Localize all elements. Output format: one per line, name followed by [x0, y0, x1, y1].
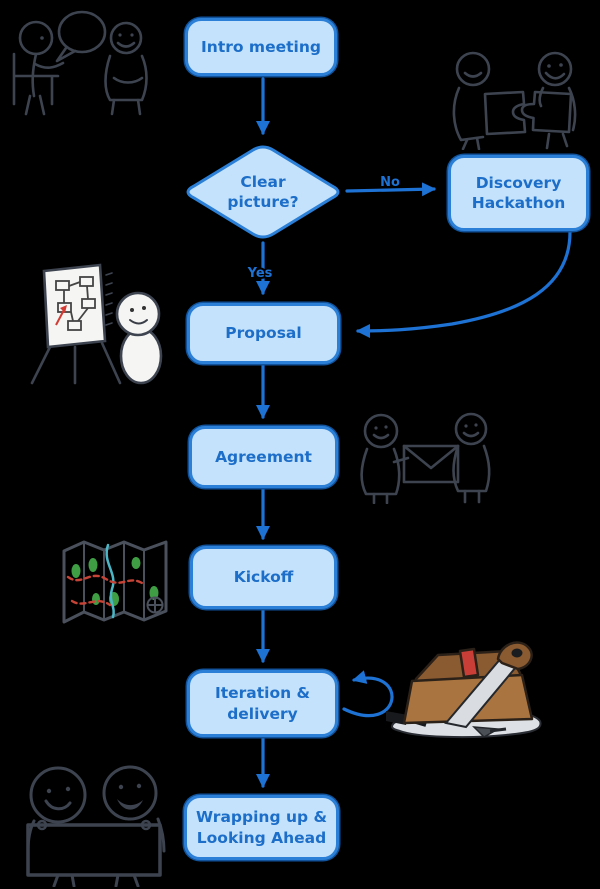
route-map-illustration: [62, 540, 168, 624]
node-iteration-delivery-label: Iteration & delivery: [214, 684, 311, 723]
river-path-icon: [105, 543, 115, 619]
node-clear-picture-label: Clear picture?: [227, 172, 299, 211]
node-discovery-hackathon-label: Discovery Hackathon: [471, 173, 566, 212]
route-path-icon: [66, 574, 144, 585]
puzzle-piece-left-icon: [483, 90, 527, 136]
node-iteration-delivery: Iteration & delivery: [187, 670, 338, 737]
edge-label-no: No: [380, 175, 400, 190]
node-kickoff-label: Kickoff: [233, 568, 294, 587]
node-intro-meeting-label: Intro meeting: [201, 37, 321, 56]
flipchart-person-illustration: [30, 263, 163, 385]
decision-diamond-shape: [186, 145, 340, 239]
red-arrow-icon: [60, 305, 67, 313]
node-discovery-hackathon: Discovery Hackathon: [448, 155, 589, 231]
edge-discovery-to-proposal: [356, 230, 572, 338]
edge-label-yes: Yes: [247, 266, 273, 281]
mini-flowchart-icon: [55, 276, 96, 331]
envelope-people-illustration: [360, 412, 491, 504]
node-agreement: Agreement: [189, 426, 338, 488]
edge-decision-to-discovery: [345, 182, 436, 197]
envelope-icon: [402, 444, 460, 484]
edge-iteration-self-loop: [342, 670, 394, 718]
node-proposal-label: Proposal: [225, 324, 302, 343]
chat-people-illustration: [12, 10, 148, 116]
puzzle-people-illustration: [452, 51, 577, 150]
puzzle-piece-right-icon: [520, 90, 573, 134]
node-wrapping-up: Wrapping up & Looking Ahead: [184, 795, 339, 860]
node-clear-picture: Clear picture?: [218, 160, 308, 224]
banner-icon: [26, 823, 162, 877]
toolbox-illustration: [386, 641, 542, 739]
presenter-head: [115, 291, 161, 337]
table-people-illustration: [26, 765, 166, 887]
toolbox-handle: [458, 647, 480, 679]
speech-bubble-icon: [57, 10, 107, 54]
node-kickoff: Kickoff: [190, 546, 337, 609]
node-proposal: Proposal: [187, 303, 340, 364]
node-agreement-label: Agreement: [215, 447, 312, 466]
node-wrapping-up-label: Wrapping up & Looking Ahead: [195, 808, 327, 847]
node-intro-meeting: Intro meeting: [185, 18, 337, 76]
hammer-icon: [386, 711, 408, 725]
